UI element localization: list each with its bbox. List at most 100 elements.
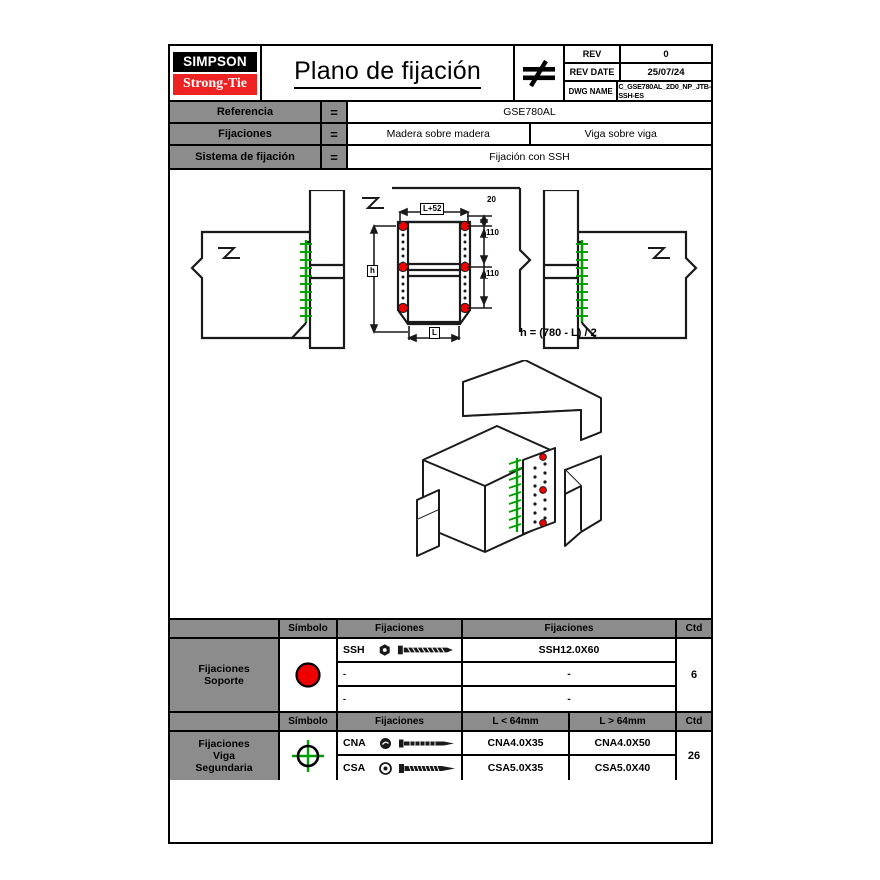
dwg-name-row: DWG NAME C_GSE780AL_2D0_NP_JTB-SSH-ES [565, 82, 711, 100]
green-fastener-column-right [576, 240, 588, 322]
equals-sign-referencia: = [322, 102, 348, 122]
table-support-fixings-col: SSH [338, 639, 463, 711]
table-secondary-col-a: CNA4.0X35 CSA5.0X35 [463, 732, 570, 780]
fastener-dot-columns [401, 226, 467, 307]
table-secondary-cna-short: CNA4.0X35 [463, 732, 568, 756]
table-support-header-fixings: Fijaciones [338, 620, 463, 637]
table-support-header-row: Símbolo Fijaciones Fijaciones Ctd [170, 620, 711, 639]
rev-value: 0 [663, 48, 669, 60]
swirl-head-icon [380, 737, 391, 749]
table-support-symbol-cell [280, 639, 338, 711]
table-secondary-col-b: CNA4.0X50 CSA5.0X40 [570, 732, 677, 780]
info-row-fijaciones: Fijaciones = Madera sobre madera Viga so… [170, 124, 711, 146]
equals-sign-fijaciones: = [322, 124, 348, 144]
table-secondary-header-symbol: Símbolo [280, 713, 338, 730]
table-support-spec-3: - [567, 693, 571, 705]
table-support-title-line1: Fijaciones [198, 663, 250, 675]
table-secondary-body: Fijaciones Viga Segundaria CNA [170, 732, 711, 780]
not-equal-icon [523, 59, 555, 88]
info-value-sistema: Fijación con SSH [489, 151, 570, 163]
dimension-L-plus-52: L+52 [420, 203, 445, 215]
lag-screw-icon [398, 645, 454, 655]
hex-head-icon [379, 644, 390, 656]
rev-label: REV [565, 46, 621, 62]
table-support-header-fixings2: Fijaciones [463, 620, 677, 637]
table-support-row-title: Fijaciones Soporte [170, 639, 280, 711]
iso-green-fasteners [508, 458, 522, 532]
info-rows: Referencia = GSE780AL Fijaciones = Mader… [170, 102, 711, 170]
table-secondary-header-col-b: L > 64mm [570, 713, 677, 730]
table-fijaciones-viga-segundaria: Símbolo Fijaciones L < 64mm L > 64mm Ctd… [170, 713, 711, 780]
table-support-spec-1: SSH12.0X60 [463, 639, 675, 663]
fixing-code-ssh: SSH [343, 644, 365, 656]
table-secondary-header-fixings: Fijaciones [338, 713, 463, 730]
rev-date-row: REV DATE 25/07/24 [565, 64, 711, 82]
table-support-fixing-row-2: - [338, 663, 461, 687]
table-secondary-fixing-row-cna: CNA [338, 732, 461, 756]
table-secondary-qty: 26 [687, 750, 701, 762]
table-secondary-row-title: Fijaciones Viga Segundaria [170, 732, 280, 780]
dimension-110-upper: 110 [486, 228, 499, 237]
table-support-spec-2: - [463, 663, 675, 687]
table-secondary-title-line2: Viga [213, 750, 235, 762]
table-support-fixing-row-1: SSH [338, 639, 461, 663]
revision-block: REV 0 REV DATE 25/07/24 DWG NAME C_GSE78… [565, 46, 711, 100]
sheet-title-text: Plano de fijación [294, 57, 481, 89]
isometric-3d-view [416, 360, 602, 557]
table-support-spec-col: SSH12.0X60 - - [463, 639, 677, 711]
title-block: SIMPSON Strong-Tie Plano de fijación REV… [170, 46, 711, 102]
dimension-110-lower: 110 [486, 269, 499, 278]
table-secondary-header-col-a: L < 64mm [463, 713, 570, 730]
dimension-20: 20 [487, 195, 496, 204]
info-label-sistema: Sistema de fijación [170, 146, 322, 168]
left-elevation-view [190, 190, 346, 350]
table-fijaciones-soporte: Símbolo Fijaciones Fijaciones Ctd Fijaci… [170, 620, 711, 713]
red-filled-circle-icon [295, 662, 321, 688]
info-label-fijaciones: Fijaciones [170, 124, 322, 144]
fixing-code-csa: CSA [343, 762, 366, 774]
table-secondary-header-qty: Ctd [677, 713, 711, 730]
nail-icon [399, 739, 454, 747]
table-secondary-csa-short: CSA5.0X35 [487, 762, 544, 774]
ring-head-icon [379, 761, 392, 775]
table-support-header-symbol: Símbolo [280, 620, 338, 637]
dwg-name-value: C_GSE780AL_2D0_NP_JTB-SSH-ES [618, 82, 711, 100]
height-formula: h = (780 - L) / 2 [520, 327, 597, 339]
logo-simpson-text: SIMPSON [173, 51, 257, 72]
table-secondary-title-line3: Segundaria [195, 762, 253, 774]
dwg-name-label: DWG NAME [565, 82, 619, 100]
info-row-referencia: Referencia = GSE780AL [170, 102, 711, 124]
table-secondary-symbol-cell [280, 732, 338, 780]
table-support-body: Fijaciones Soporte SSH [170, 639, 711, 711]
sheet-title: Plano de fijación [262, 46, 515, 100]
rev-date-label: REV DATE [565, 64, 621, 80]
table-support-title-line2: Soporte [204, 675, 244, 687]
ssh-red-markers [397, 220, 471, 314]
center-plan-view [362, 186, 532, 343]
info-value-fijaciones-2: Viga sobre viga [528, 124, 712, 144]
rev-row: REV 0 [565, 46, 711, 64]
green-fastener-column [300, 240, 312, 322]
info-value-referencia: GSE780AL [503, 106, 556, 118]
fixing-code-empty-2: - [343, 694, 346, 704]
simpson-strongtie-logo: SIMPSON Strong-Tie [170, 46, 262, 100]
info-label-referencia: Referencia [170, 102, 322, 122]
fixing-code-empty-1: - [343, 669, 346, 679]
info-row-sistema: Sistema de fijación = Fijación con SSH [170, 146, 711, 168]
table-secondary-csa-long: CSA5.0X40 [594, 762, 651, 774]
not-equal-symbol-cell [515, 46, 565, 100]
screw-icon [399, 763, 455, 773]
green-crosshair-circle-icon [292, 740, 324, 772]
right-elevation-view [542, 190, 698, 350]
rev-date-value: 25/07/24 [647, 66, 685, 78]
dimension-h-left: h [367, 265, 378, 277]
table-secondary-title-line1: Fijaciones [198, 738, 250, 750]
table-support-header-blank [170, 620, 280, 637]
fixing-code-cna: CNA [343, 737, 366, 749]
table-secondary-fixings-col: CNA C [338, 732, 463, 780]
iso-ssh-red-markers [539, 453, 547, 527]
info-value-fijaciones-1: Madera sobre madera [386, 128, 490, 140]
table-support-fixing-row-3: - [338, 687, 461, 711]
table-support-qty: 6 [690, 669, 698, 681]
logo-strongtie-text: Strong-Tie [173, 73, 257, 95]
